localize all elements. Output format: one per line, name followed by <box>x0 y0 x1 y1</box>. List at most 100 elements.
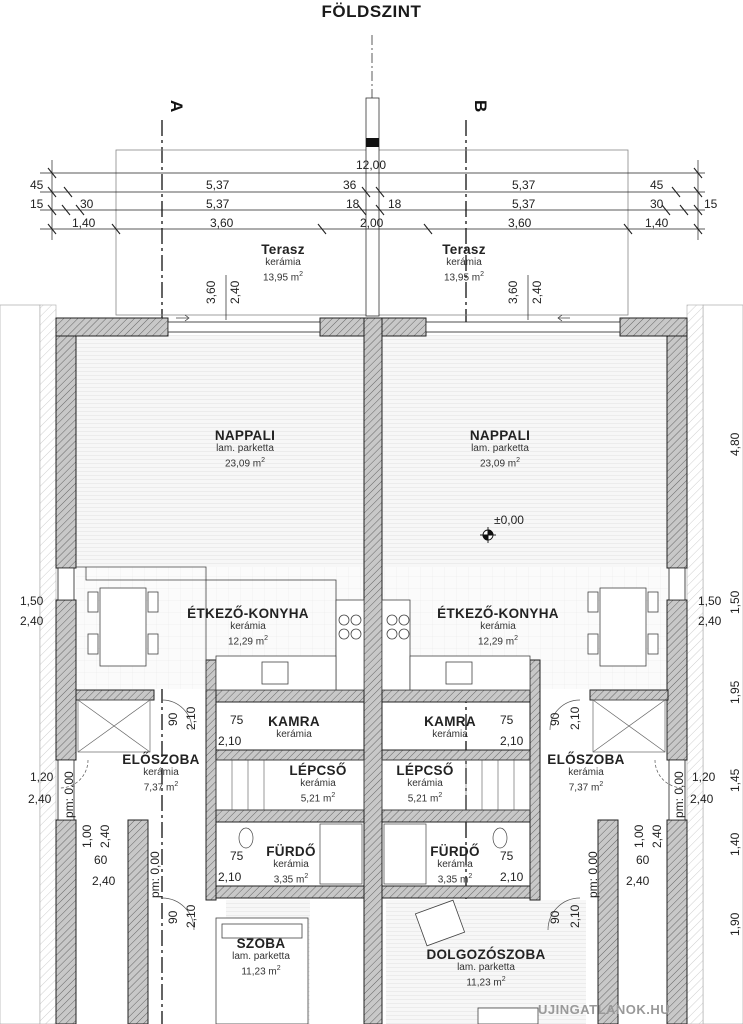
dim-r2-0: 15 <box>30 197 44 211</box>
dim-side-4: 1,40 <box>728 832 742 856</box>
dim-door-r-0: 1,20 <box>692 770 716 784</box>
kitchen-counters <box>76 566 531 691</box>
dim-d90d-0: 90 <box>548 910 562 924</box>
dim-r2-6: 30 <box>650 197 664 211</box>
dim-kamra-l-0: 75 <box>230 713 244 727</box>
neighbour-left <box>0 304 41 1024</box>
dim-r1-2: 36 <box>343 178 357 192</box>
dim-furdo-r-1: 2,10 <box>500 870 524 884</box>
dim-pm-l-1: pm: 0,00 <box>148 851 162 898</box>
room-furniture <box>215 899 539 1024</box>
wardrobes <box>77 699 666 753</box>
dimension-lines <box>40 160 705 320</box>
dim-side-3: 1,45 <box>728 768 742 792</box>
dim-r3-0: 1,40 <box>72 216 96 230</box>
dim-furdo-l-1: 2,10 <box>218 870 242 884</box>
dim-win-r-1: 2,40 <box>698 614 722 628</box>
dim-d90a-1: 2,10 <box>184 706 198 730</box>
dim-d90c-1: 2,10 <box>184 904 198 928</box>
dim-kamra-l-1: 2,10 <box>218 734 242 748</box>
dim-terrace-l-1: 2,40 <box>228 280 242 304</box>
dim-side-5: 1,90 <box>728 912 742 936</box>
dim-d90b-0: 90 <box>548 712 562 726</box>
dim-r2-3: 18 <box>346 197 360 211</box>
dim-furdo-l-0: 75 <box>230 849 244 863</box>
bathroom-fixtures <box>238 823 508 885</box>
level-marker <box>480 527 496 543</box>
dim-r3-1: 3,60 <box>210 216 234 230</box>
dim-r3-4: 1,40 <box>645 216 669 230</box>
dim-side-1: 1,50 <box>728 590 742 614</box>
door-swings <box>59 699 684 931</box>
dim-terrace-r-0: 3,60 <box>506 280 520 304</box>
dim-kamra-r-1: 2,10 <box>500 734 524 748</box>
stairs <box>215 759 531 811</box>
dim-r1-4: 45 <box>650 178 664 192</box>
dim-r2-7: 15 <box>704 197 718 211</box>
dim-door-l-1: 2,40 <box>28 792 52 806</box>
dim-parapet-l-0: 1,00 <box>80 824 94 848</box>
dim-r2-2: 5,37 <box>206 197 230 211</box>
plan-title: FÖLDSZINT <box>321 2 422 21</box>
watermark: UJINGATLANOK.HU <box>538 1002 671 1017</box>
dim-r2-5: 5,37 <box>512 197 536 211</box>
dim-r3-3: 3,60 <box>508 216 532 230</box>
level-label: ±0,00 <box>494 513 524 527</box>
section-mark-a: A <box>167 100 186 113</box>
dim-parapet-r-0: 1,00 <box>632 824 646 848</box>
dim-terrace-r-1: 2,40 <box>530 280 544 304</box>
nappali-left-floor <box>76 335 364 567</box>
door-arrows <box>176 314 570 322</box>
dim-open-r-0: 60 <box>636 853 650 867</box>
dim-side-0: 4,80 <box>728 432 742 456</box>
dim-d90b-1: 2,10 <box>568 706 582 730</box>
dim-d90d-1: 2,10 <box>568 904 582 928</box>
dim-parapet-r-1: 2,40 <box>650 824 664 848</box>
dim-pm-r-1: pm: 0,00 <box>586 851 600 898</box>
dim-r1-1: 5,37 <box>206 178 230 192</box>
dim-kamra-r-0: 75 <box>500 713 514 727</box>
dim-pm-l-0: pm: 0,00 <box>62 771 76 818</box>
dim-win-l-0: 1,50 <box>20 594 44 608</box>
dim-win-r-0: 1,50 <box>698 594 722 608</box>
dining-tables <box>87 587 659 667</box>
walls <box>55 317 688 1024</box>
dim-r1-0: 45 <box>30 178 44 192</box>
windows <box>57 321 686 821</box>
dim-side-2: 1,95 <box>728 680 742 704</box>
dim-door-l-0: 1,20 <box>30 770 54 784</box>
dim-d90c-0: 90 <box>166 910 180 924</box>
dim-overall: 12,00 <box>356 158 387 172</box>
dim-r1-3: 5,37 <box>512 178 536 192</box>
nappali-right-floor <box>382 335 668 567</box>
dim-parapet-l-1: 2,40 <box>98 824 112 848</box>
dim-open-l-1: 2,40 <box>92 874 116 888</box>
dim-open-l-0: 60 <box>94 853 108 867</box>
dim-pm-r-0: pm: 0,00 <box>672 771 686 818</box>
party-wall-stub <box>365 97 380 317</box>
section-mark-b: B <box>471 100 490 113</box>
dim-win-l-1: 2,40 <box>20 614 44 628</box>
dim-furdo-r-0: 75 <box>500 849 514 863</box>
dim-r2-1: 30 <box>80 197 94 211</box>
dim-r2-4: 18 <box>388 197 402 211</box>
dim-d90a-0: 90 <box>166 712 180 726</box>
dim-door-r-1: 2,40 <box>690 792 714 806</box>
